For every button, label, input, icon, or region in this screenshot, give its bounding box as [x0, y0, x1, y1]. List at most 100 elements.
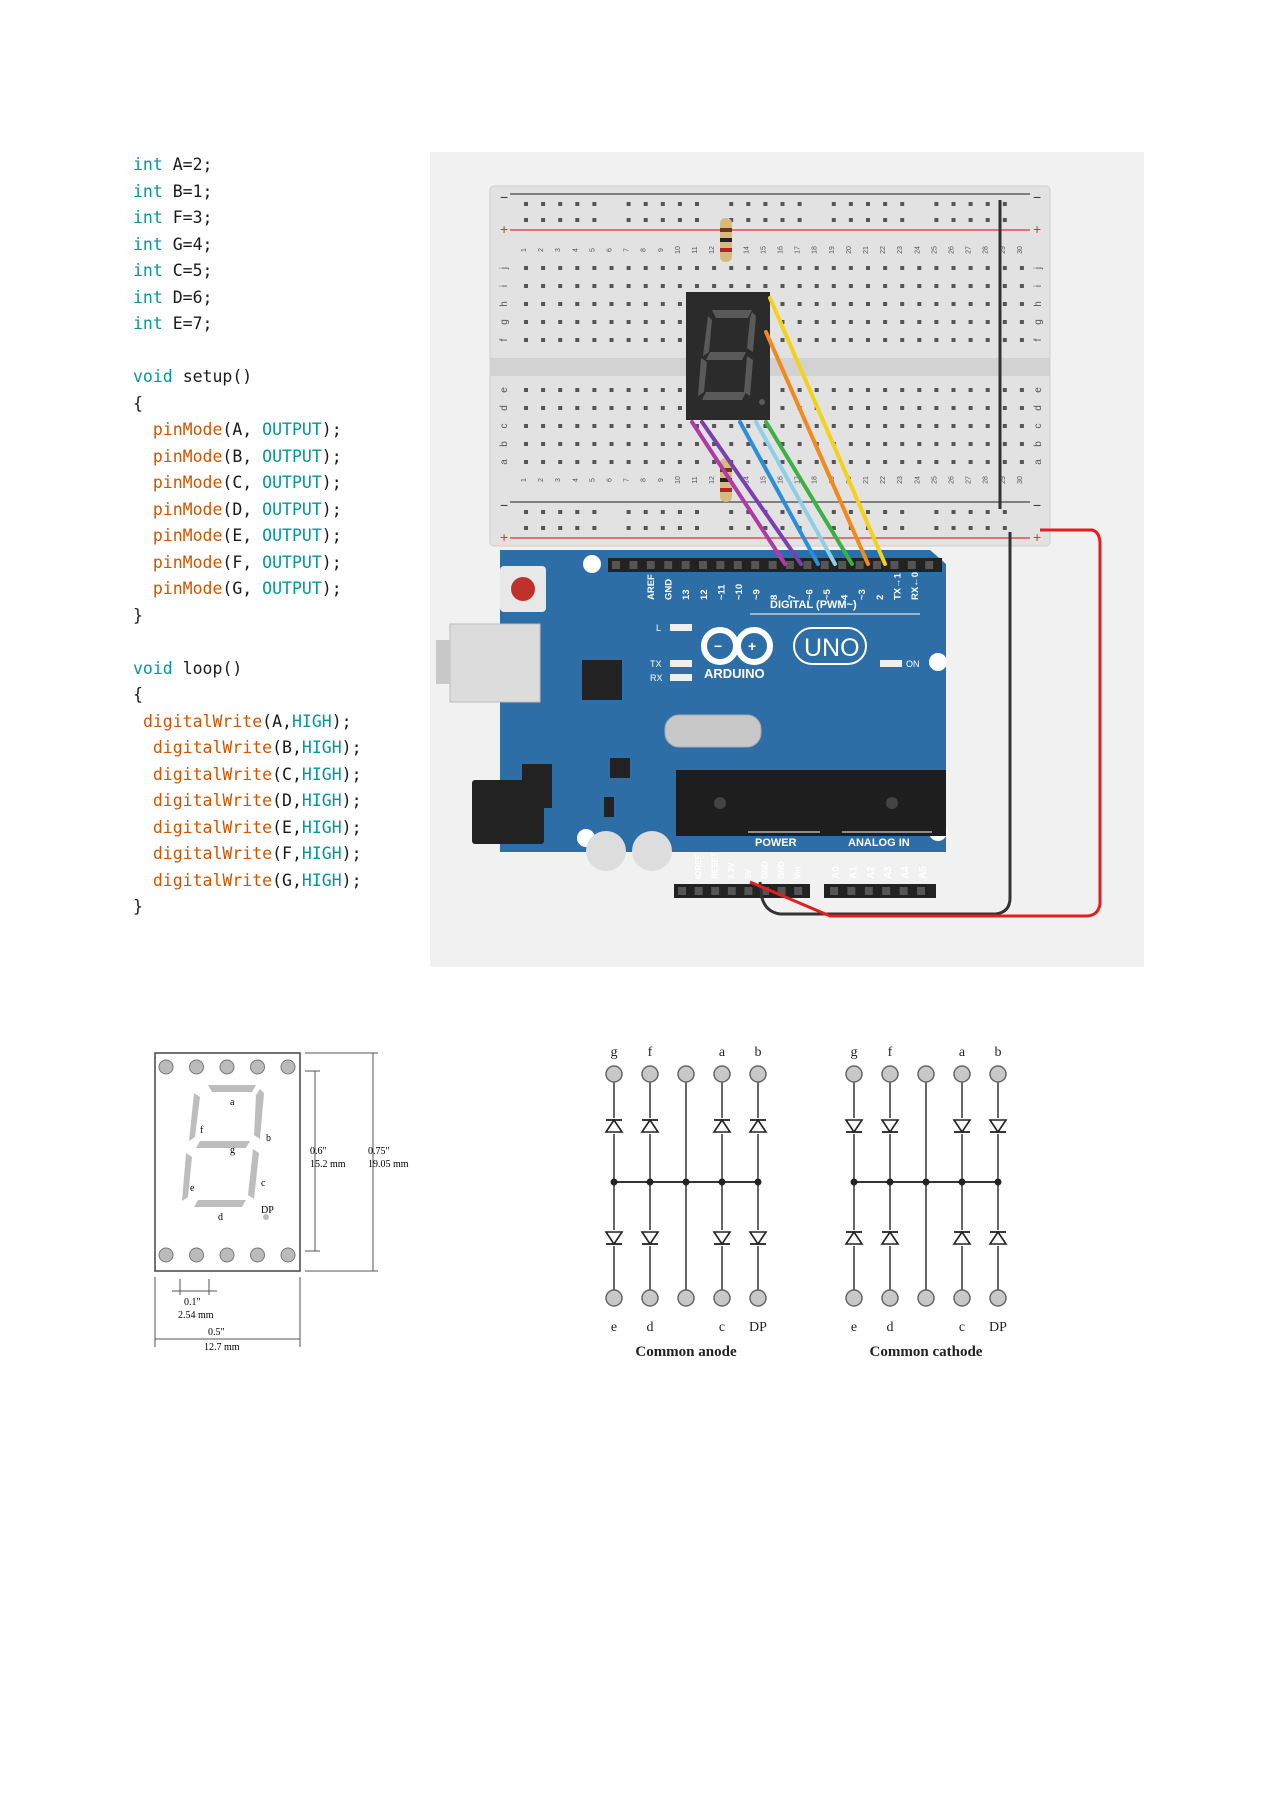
column-number: 5 — [589, 478, 596, 482]
code-text: loop — [182, 658, 223, 678]
breadboard-hole — [934, 442, 939, 446]
column-number: 7 — [624, 478, 631, 482]
column-number: 6 — [607, 478, 614, 482]
rail-hole — [592, 218, 597, 222]
code-text: ); — [341, 870, 362, 890]
rail-minus-label: − — [500, 189, 508, 205]
breadboard-hole — [968, 388, 973, 392]
package-pin — [189, 1059, 204, 1075]
breadboard-hole — [780, 284, 785, 288]
svg-text:−: − — [714, 638, 722, 654]
breadboard-hole — [746, 424, 751, 428]
breadboard-hole — [797, 284, 802, 288]
column-number: 1 — [521, 478, 528, 482]
wire-purple — [700, 420, 803, 566]
diode-bg — [881, 1118, 899, 1134]
breadboard-hole — [814, 424, 819, 428]
breadboard-hole — [558, 266, 563, 270]
code-keyword: void — [133, 367, 173, 386]
crystal-oscillator — [664, 714, 762, 748]
code-text: ); — [321, 446, 342, 466]
rail-hole — [951, 526, 956, 530]
rail-hole — [677, 510, 682, 514]
rail-hole — [729, 218, 734, 222]
seven-segment-pinout-diagram: a b c d e f g DP 0.6" 15.2 mm 0.75" 19.0… — [154, 1052, 409, 1353]
rail-hole — [695, 202, 699, 206]
breadboard-hole — [951, 302, 956, 306]
breadboard-hole — [814, 320, 819, 324]
code-line: int C=5; — [133, 261, 212, 280]
code-constant: OUTPUT — [262, 552, 322, 572]
rail-hole — [575, 202, 580, 206]
diode-icon — [880, 1119, 900, 1134]
rail-hole — [1002, 510, 1007, 514]
code-text — [133, 473, 153, 492]
breadboard-hole — [609, 388, 614, 392]
breadboard-hole — [968, 338, 973, 342]
breadboard-hole — [558, 388, 563, 392]
rail-hole — [1002, 202, 1007, 206]
breadboard-hole — [951, 388, 956, 392]
breadboard-hole — [541, 284, 546, 288]
breadboard-hole — [866, 320, 870, 324]
arduino-brand: ARDUINO — [704, 666, 765, 681]
header-pin — [727, 887, 736, 895]
breadboard-hole — [609, 406, 614, 410]
breadboard-hole — [729, 284, 734, 288]
breadboard-hole — [575, 302, 580, 306]
breadboard-hole — [848, 284, 853, 288]
column-number: 27 — [966, 476, 973, 484]
rail-hole — [951, 510, 956, 514]
diode-bg — [641, 1118, 659, 1134]
package-pin — [219, 1059, 235, 1075]
code-function: digitalWrite — [152, 817, 273, 837]
code-constant: OUTPUT — [262, 473, 322, 492]
breadboard-hole — [746, 284, 751, 288]
breadboard-hole — [848, 266, 853, 270]
width-mm: 12.7 mm — [204, 1342, 240, 1353]
junction-dot — [850, 1178, 858, 1186]
breadboard-hole — [951, 424, 956, 428]
code-text: } — [133, 897, 143, 916]
rail-hole — [660, 526, 665, 530]
breadboard-hole — [866, 406, 870, 410]
column-number: 22 — [880, 476, 887, 484]
column-number: 7 — [624, 248, 631, 252]
rail-hole — [660, 510, 665, 514]
code-text — [133, 526, 153, 545]
breadboard-hole — [883, 266, 888, 270]
breadboard-hole — [797, 338, 802, 342]
code-line: digitalWrite(E,HIGH); — [133, 818, 362, 837]
code-keyword: int — [133, 287, 163, 307]
breadboard-hole — [660, 388, 665, 392]
breadboard-hole — [677, 424, 682, 428]
capacitor — [632, 831, 672, 871]
breadboard-hole — [575, 424, 580, 428]
power-pin-label: Vin — [794, 867, 803, 879]
breadboard-hole — [985, 266, 990, 270]
rail-hole — [968, 218, 973, 222]
breadboard-hole — [541, 320, 546, 324]
junction-dot — [994, 1178, 1002, 1186]
diode-bg — [749, 1230, 767, 1246]
header-pin — [777, 887, 786, 895]
code-text: (E, — [222, 526, 263, 545]
breadboard-hole — [900, 320, 905, 324]
breadboard-hole — [814, 284, 819, 288]
code-keyword: int — [133, 155, 163, 174]
breadboard-hole — [524, 388, 528, 392]
breadboard-hole — [524, 442, 528, 446]
rail-hole — [883, 510, 888, 514]
breadboard-hole — [592, 338, 597, 342]
diode-bg — [713, 1230, 731, 1246]
breadboard-hole — [541, 266, 546, 270]
junction-dot — [718, 1178, 726, 1186]
uno-model: UNO — [804, 634, 860, 662]
l-label: L — [656, 623, 661, 633]
breadboard-hole — [592, 406, 597, 410]
rail-hole — [541, 510, 546, 514]
breadboard-hole — [848, 442, 853, 446]
code-function: pinMode — [152, 446, 223, 466]
breadboard-hole — [592, 424, 597, 428]
breadboard-hole — [780, 388, 785, 392]
